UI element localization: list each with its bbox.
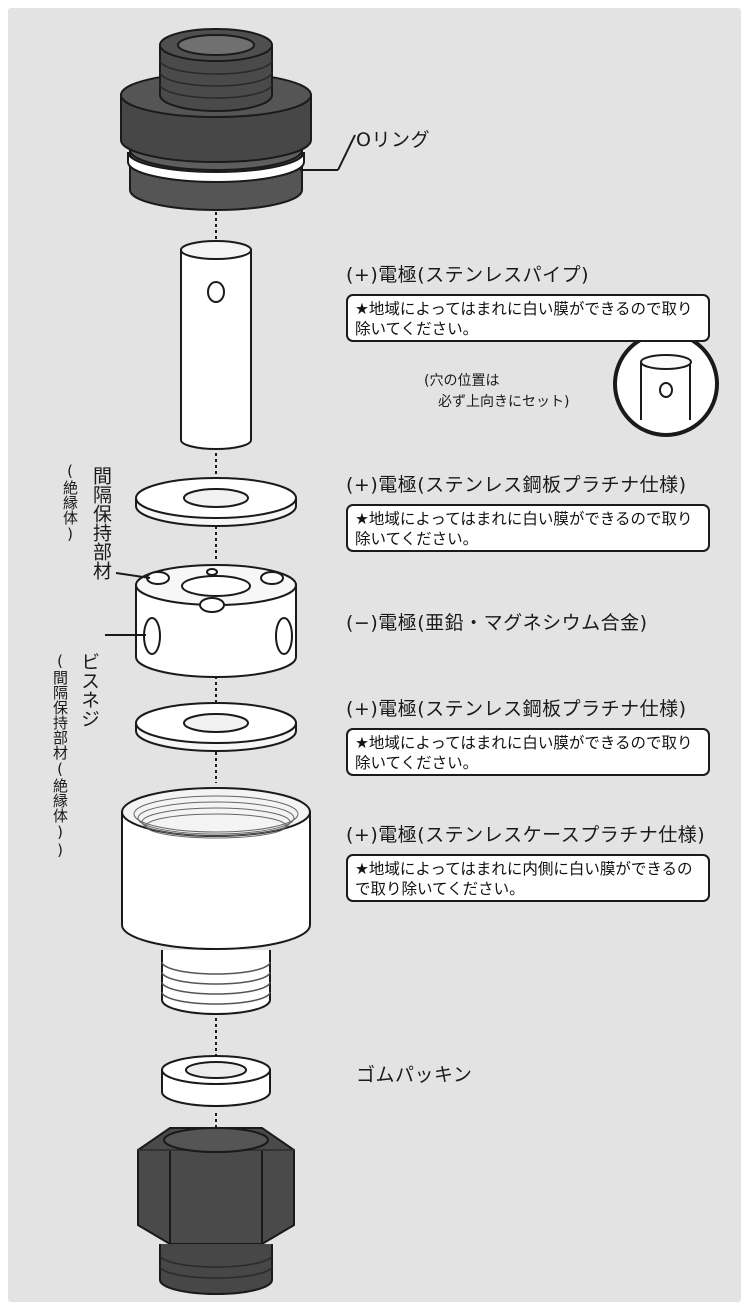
electrode3-title: (−)電極(亜鉛・マグネシウム合金) xyxy=(346,612,648,634)
hex-nut xyxy=(137,1127,295,1295)
spacer-label: 間隔保持部材 xyxy=(90,466,112,580)
o-ring xyxy=(127,151,305,183)
spacer-sub-label: (絶縁体) xyxy=(61,462,79,543)
diagram-background xyxy=(8,8,741,1302)
electrode1-title: (+)電極(ステンレスパイプ) xyxy=(346,264,590,286)
stainless-case xyxy=(121,787,311,1015)
rubber-gasket xyxy=(161,1055,271,1107)
stainless-pipe xyxy=(180,240,252,450)
electrode5-title: (+)電極(ステンレスケースプラチナ仕様) xyxy=(346,824,706,846)
gasket-label: ゴムパッキン xyxy=(356,1064,473,1086)
screw-sub-label: (間隔保持部材(絶縁体)) xyxy=(51,652,69,859)
electrode1-note: ★地域によってはまれに白い膜ができるので取り除いてください。 xyxy=(346,294,710,342)
hole-note-line2: 必ず上向きにセット) xyxy=(438,394,570,410)
upper-washer-plate xyxy=(135,477,297,527)
hole-note-line1: (穴の位置は xyxy=(424,373,500,389)
electrode4-title: (+)電極(ステンレス鋼板プラチナ仕様) xyxy=(346,698,687,720)
electrode5-note: ★地域によってはまれに内側に白い膜ができるので取り除いてください。 xyxy=(346,854,710,902)
electrode4-note: ★地域によってはまれに白い膜ができるので取り除いてください。 xyxy=(346,728,710,776)
o-ring-label: Oリング xyxy=(356,129,430,151)
top-cap xyxy=(120,28,312,211)
screw-label: ビスネジ xyxy=(78,652,100,728)
electrode2-title: (+)電極(ステンレス鋼板プラチナ仕様) xyxy=(346,474,687,496)
lower-washer-plate xyxy=(135,702,297,752)
electrode2-note: ★地域によってはまれに白い膜ができるので取り除いてください。 xyxy=(346,504,710,552)
hole-detail-circle xyxy=(613,331,719,437)
alloy-electrode-block xyxy=(135,564,297,678)
